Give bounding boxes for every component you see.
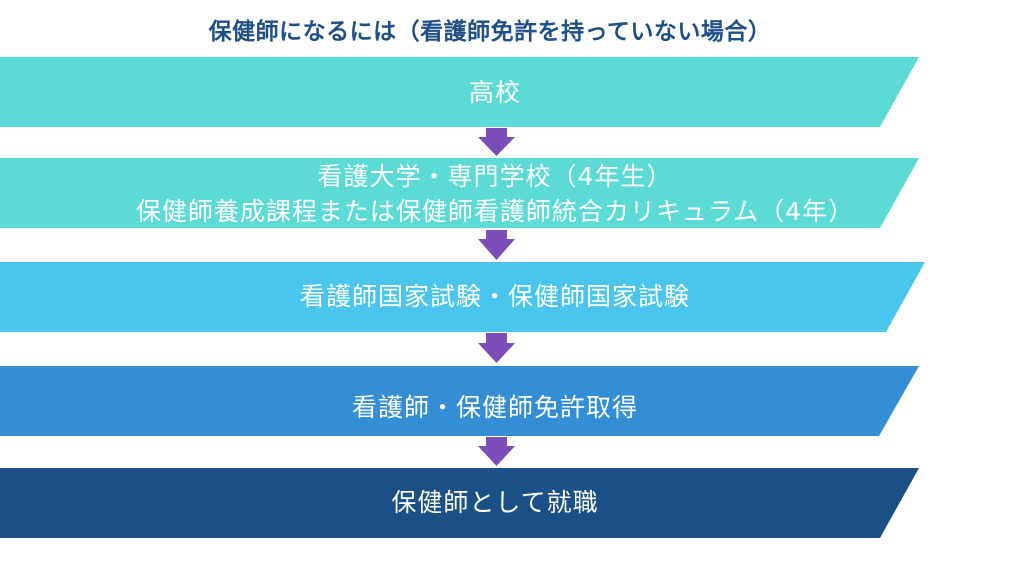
diagram-title: 保健師になるには（看護師免許を持っていない場合） — [208, 19, 772, 45]
down-arrow-icon — [478, 128, 515, 156]
step-1-band — [0, 57, 919, 127]
down-arrow-icon — [478, 333, 515, 363]
down-arrow-icon — [478, 230, 515, 260]
down-arrow-icon — [478, 437, 515, 466]
step-2-label-line-2: 保健師養成課程または保健師看護師統合カリキュラム（4年） — [135, 197, 855, 226]
step-4-label: 看護師・保健師免許取得 — [351, 393, 638, 422]
step-4-band — [0, 366, 919, 436]
step-5-label: 保健師として就職 — [391, 488, 599, 517]
step-5-band — [0, 468, 919, 538]
step-2-band — [0, 158, 919, 228]
step-1-label: 高校 — [468, 78, 521, 107]
step-3-band — [0, 262, 925, 332]
step-3-label: 看護師国家試験・保健師国家試験 — [299, 282, 690, 311]
step-2-label-line-1: 看護大学・専門学校（4年生） — [317, 162, 673, 191]
